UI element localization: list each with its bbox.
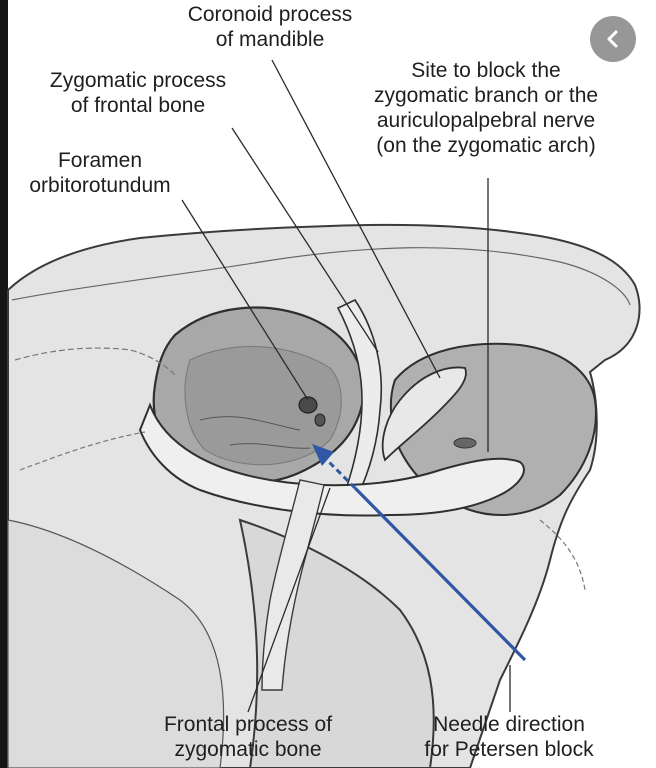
orbit-suture	[199, 416, 311, 449]
suture-line-1	[14, 347, 176, 376]
orbit-inner-shade	[184, 346, 342, 466]
lower-left-bone	[7, 519, 225, 768]
needle-direction-line	[353, 486, 527, 662]
left-edge-bar	[0, 0, 8, 768]
suture-line-3	[539, 519, 586, 591]
leader-frontal-process	[247, 487, 331, 713]
needle-arrowhead	[312, 444, 334, 466]
foramen-orbitorotundum	[298, 396, 318, 414]
leader-coronoid	[271, 59, 441, 379]
zygomatic-arch	[138, 402, 525, 517]
skull-ridge-line	[11, 247, 631, 306]
leader-foramen	[181, 199, 309, 401]
leader-zygomatic-frontal	[231, 127, 379, 353]
needle-direction-dashed	[323, 456, 357, 490]
temporal-foramen	[453, 437, 477, 449]
back-button[interactable]	[590, 16, 636, 62]
chevron-left-icon	[607, 30, 618, 48]
suture-line-2	[19, 431, 146, 471]
foramen-small	[314, 413, 326, 427]
coronoid-process	[381, 366, 467, 462]
